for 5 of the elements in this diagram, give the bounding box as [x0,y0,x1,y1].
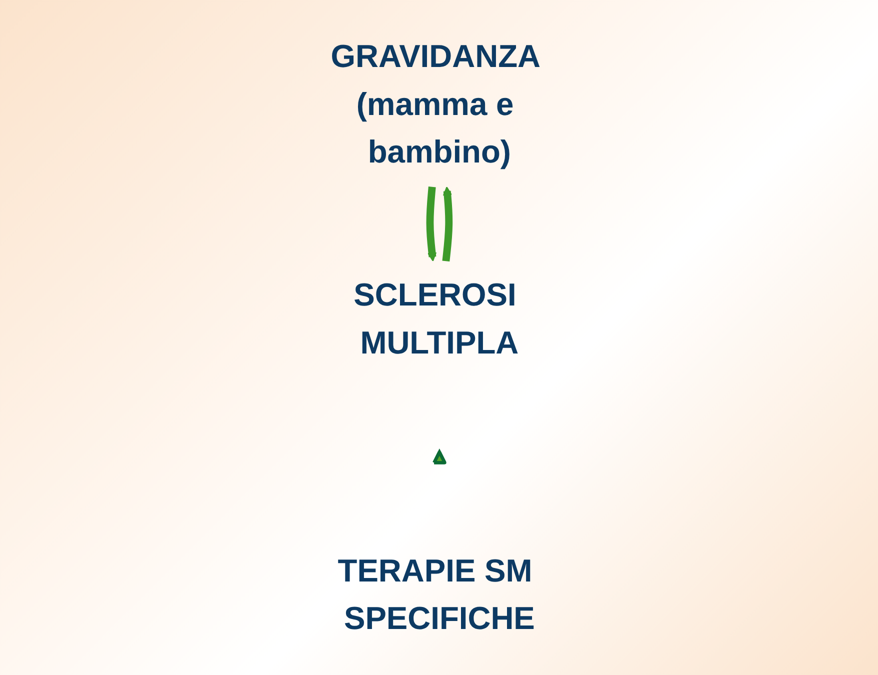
node-text: SCLEROSI MULTIPLA [353,278,518,360]
arrow [426,186,436,262]
node-text: TERAPIE SM SPECIFICHE [337,553,534,636]
arrow [442,186,452,262]
node-text: GRAVIDANZA (mamma e bambino) [330,38,539,170]
